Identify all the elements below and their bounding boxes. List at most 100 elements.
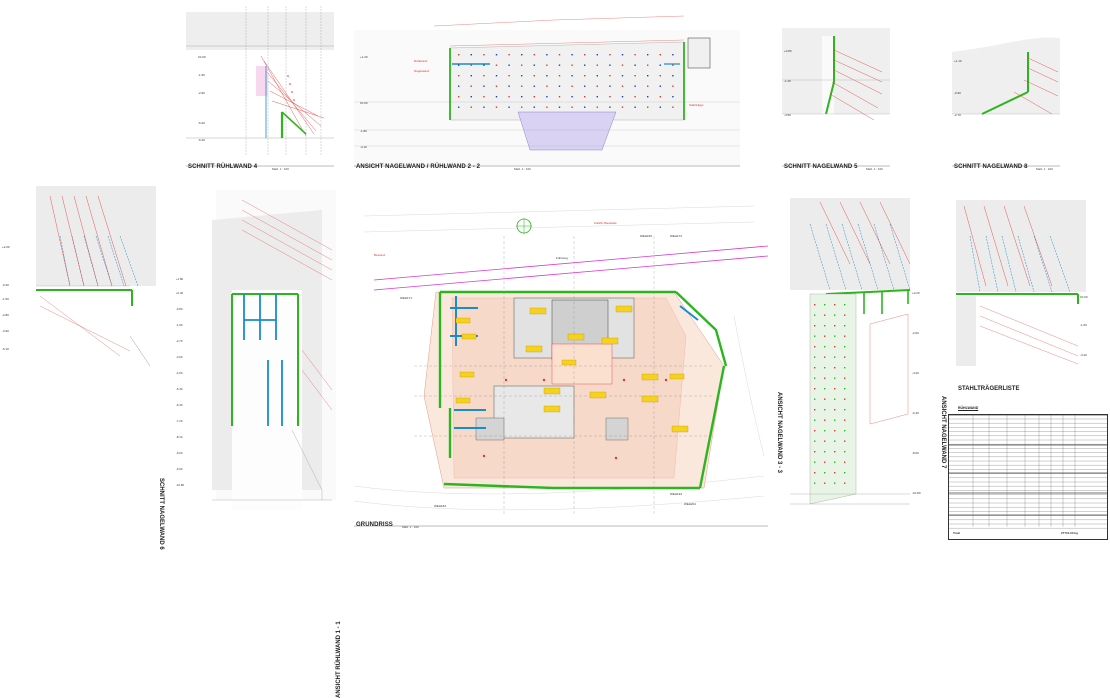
panel-schnitt-nagelwand-6: +2.00-0.30-1.50 -2.80-3.90-5.10 SCHNITT … <box>0 186 166 550</box>
anchor-marker <box>508 85 510 87</box>
anchor-marker <box>814 430 816 432</box>
anchor-marker <box>508 75 510 77</box>
anchor-marker <box>647 54 649 56</box>
anchor-marker <box>584 64 586 66</box>
svg-text:-3.10: -3.10 <box>360 145 367 149</box>
anchor-marker <box>634 64 636 66</box>
anchor-marker <box>844 304 846 306</box>
section-drawing: ±0.00-1.50-2.90 -5.20-6.40 <box>186 6 334 167</box>
anchor-marker <box>483 96 485 98</box>
anchor-marker <box>844 482 846 484</box>
svg-text:±0.00: ±0.00 <box>1080 295 1088 299</box>
anchor-marker <box>609 54 611 56</box>
anchor-marker <box>508 106 510 108</box>
svg-text:-9.90: -9.90 <box>176 467 183 471</box>
anchor-marker <box>495 96 498 98</box>
anchor-marker <box>844 367 846 369</box>
anchor-marker <box>844 325 846 327</box>
svg-text:+1.20: +1.20 <box>360 55 368 59</box>
anchor-marker <box>634 96 636 98</box>
anchor-marker <box>521 54 523 56</box>
svg-text:-2.70: -2.70 <box>176 339 183 343</box>
svg-text:-4.20: -4.20 <box>912 371 919 375</box>
anchor-marker <box>458 106 460 108</box>
elevation-drawing: +1.80+0.40-0.80 -1.90-2.70-3.60 -4.50-5.… <box>176 190 336 510</box>
anchor-marker <box>546 64 548 66</box>
anchor-marker <box>521 75 523 77</box>
anchor-marker <box>596 106 598 108</box>
anchor-marker <box>647 75 649 77</box>
anchor-marker <box>571 54 573 56</box>
panel-scale: Maß. 1 : 100 <box>1036 167 1053 171</box>
anchor-marker <box>834 335 836 337</box>
anchor-marker <box>483 75 485 77</box>
svg-text:-1.60: -1.60 <box>1080 323 1087 327</box>
anchor-marker <box>609 75 611 77</box>
anchor-marker <box>508 64 510 66</box>
anchor-marker <box>533 106 535 108</box>
anchor-marker <box>844 472 846 474</box>
svg-text:-10.80: -10.80 <box>176 483 184 487</box>
anchor-marker <box>584 54 586 56</box>
svg-text:-5.10: -5.10 <box>2 347 9 351</box>
anchor-marker <box>483 54 485 56</box>
anchor-marker <box>546 96 548 98</box>
anchor-marker <box>834 482 836 484</box>
anchor-marker <box>814 367 816 369</box>
anchor-marker <box>609 64 611 66</box>
svg-text:-1.80: -1.80 <box>360 129 367 133</box>
anchor-marker <box>834 367 836 369</box>
anchor-marker <box>458 64 460 66</box>
panel-title: SCHNITT NAGELWAND 8 <box>954 164 1028 170</box>
anchor-marker <box>533 96 535 98</box>
anchor-marker <box>470 75 472 77</box>
anchor-marker <box>814 482 816 484</box>
anchor-marker <box>672 96 674 98</box>
anchor-marker <box>621 106 624 108</box>
anchor-marker <box>571 106 573 108</box>
anchor-marker <box>824 451 826 453</box>
anchor-marker <box>483 85 485 87</box>
anchor-marker <box>508 96 510 98</box>
anchor-marker <box>824 461 826 463</box>
panel-scale: Maß. 1 : 100 <box>866 167 883 171</box>
anchor-marker <box>824 335 826 337</box>
anchor-marker <box>521 85 523 87</box>
svg-text:Bestand: Bestand <box>374 253 385 257</box>
anchor-marker <box>584 106 586 108</box>
anchor-marker <box>814 346 816 348</box>
panel-title-vertical: ANSICHT NAGELWAND 7 <box>940 396 946 469</box>
anchor-marker <box>814 461 816 463</box>
anchor-marker <box>470 54 472 56</box>
svg-text:-5.40: -5.40 <box>176 387 183 391</box>
anchor-marker <box>814 472 816 474</box>
svg-text:Nagelwand: Nagelwand <box>414 69 429 73</box>
anchor-marker <box>533 64 535 66</box>
anchor-marker <box>814 314 816 316</box>
anchor-marker <box>824 430 826 432</box>
anchor-marker <box>558 75 561 77</box>
anchor-marker <box>546 106 548 108</box>
anchor-marker <box>824 398 826 400</box>
panel-schnitt-ruehlwand-4: ±0.00-1.50-2.90 -5.20-6.40 SCHNITT RÜHLW… <box>186 6 334 174</box>
anchor-marker <box>814 335 816 337</box>
panel-schnitt-nagelwand-5: +0.80-1.40-3.50 SCHNITT NAGELWAND 5 Maß.… <box>782 22 890 176</box>
anchor-marker <box>533 85 535 87</box>
svg-text:-10.80: -10.80 <box>912 491 921 495</box>
svg-text:-5.20: -5.20 <box>198 121 205 125</box>
anchor-marker <box>814 398 816 400</box>
anchor-marker <box>659 64 661 66</box>
anchor-marker <box>844 430 846 432</box>
svg-text:Stahlträger: Stahlträger <box>689 103 704 107</box>
svg-text:+0.40: +0.40 <box>176 291 184 295</box>
anchor-marker <box>844 346 846 348</box>
svg-text:-3.90: -3.90 <box>2 329 9 333</box>
svg-text:Rühlwand: Rühlwand <box>414 59 428 63</box>
anchor-marker <box>834 325 836 327</box>
anchor-marker <box>546 75 548 77</box>
anchor-marker <box>634 106 636 108</box>
anchor-marker <box>458 96 460 98</box>
